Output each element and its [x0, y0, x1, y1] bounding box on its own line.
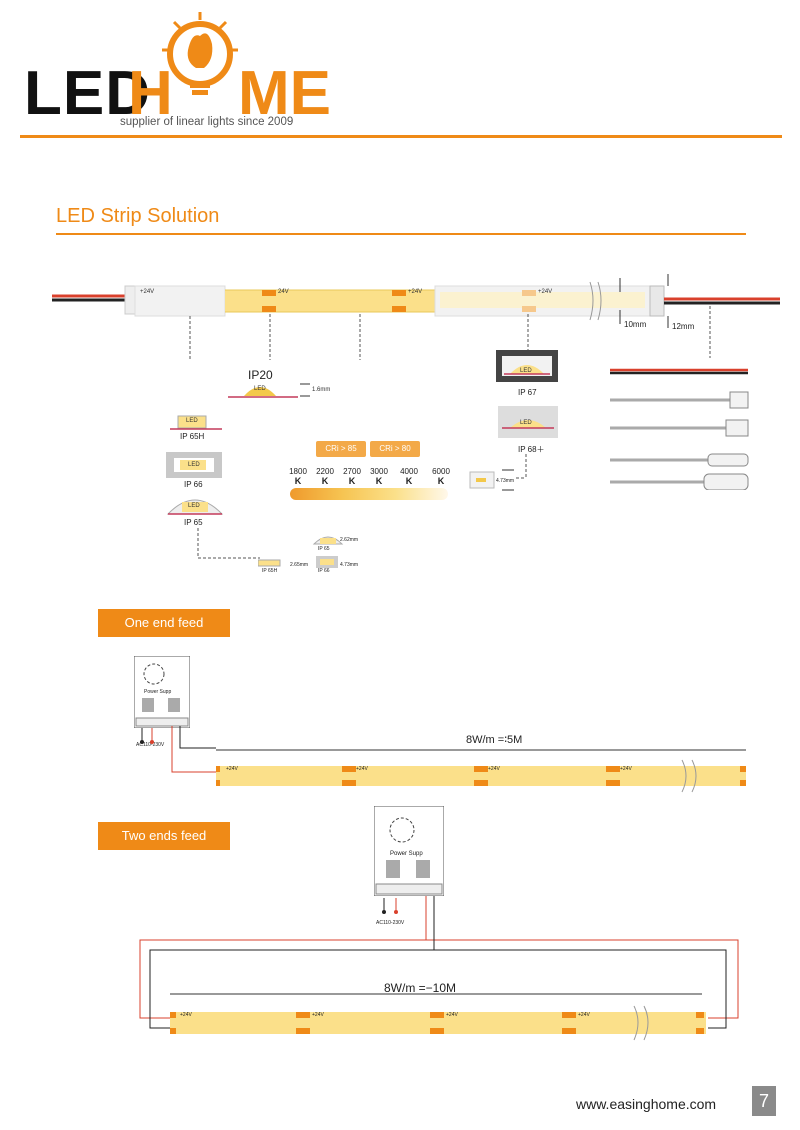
ip68-dimension: 4.73mm: [496, 478, 515, 484]
cct-unit-3: K: [348, 476, 356, 486]
two-ends-voltage-4: +24V: [578, 1012, 590, 1018]
section-divider: [56, 233, 746, 235]
two-ends-voltage-1: +24V: [180, 1012, 192, 1018]
cct-unit-1: K: [294, 476, 302, 486]
footer-url[interactable]: www.easinghome.com: [576, 1096, 717, 1112]
strip-overview-diagram: [52, 274, 780, 360]
strip-voltage-label-3: +24V: [408, 289, 423, 295]
ip67-label: IP 67: [518, 388, 537, 397]
small-ip65-dim: 2.62mm: [340, 537, 359, 543]
two-ends-power-supply: [374, 806, 444, 896]
dimension-10mm: 10mm: [624, 320, 647, 329]
one-end-strip: [140, 726, 746, 793]
ip67-led-text: LED: [520, 368, 532, 374]
one-end-feed-title: One end feed: [98, 609, 230, 637]
two-ends-length-label: 8W/m =−10M: [384, 981, 457, 995]
one-end-voltage-3: +24V: [488, 766, 500, 772]
cct-4000: 4000: [400, 467, 418, 476]
ip20-led-text: LED: [254, 386, 266, 392]
two-ends-voltage-2: +24V: [312, 1012, 324, 1018]
logo-me-text: ME: [238, 59, 331, 128]
section-title: LED Strip Solution: [56, 205, 220, 227]
cct-2200: 2200: [316, 467, 334, 476]
small-ip66-dim: 4.73mm: [340, 562, 359, 568]
ip65h-label: IP 65H: [180, 432, 205, 441]
one-end-ac-label: AC110-230V: [136, 742, 165, 748]
ip20-label: IP20: [248, 368, 273, 382]
ip66-led-text: LED: [188, 462, 200, 468]
ip65-label: IP 65: [184, 518, 203, 527]
strip-voltage-label-1: +24V: [140, 289, 155, 295]
ip20-dimension: 1.6mm: [312, 387, 331, 393]
cri85-badge: CRi > 85: [316, 441, 366, 457]
small-profiles-diagram: [258, 536, 344, 568]
strip-voltage-label-2: 24V: [278, 289, 289, 295]
cct-2700: 2700: [343, 467, 361, 476]
cct-unit-4: K: [375, 476, 383, 486]
dimension-12mm: 12mm: [672, 322, 695, 331]
ip20-profile: [228, 383, 310, 398]
cct-6000: 6000: [432, 467, 450, 476]
small-ip65h-label: IP 65H: [262, 568, 278, 574]
cct-unit-6: K: [437, 476, 445, 486]
cct-unit-5: K: [405, 476, 413, 486]
small-ip65h-dim: 2.65mm: [290, 562, 309, 568]
logo-tagline: supplier of linear lights since 2009: [120, 116, 294, 128]
one-end-voltage-2: +24V: [356, 766, 368, 772]
ip68-led-text: LED: [520, 420, 532, 426]
profile-connector: [197, 528, 260, 559]
logo-h-text: H: [128, 59, 173, 128]
one-end-length-label: 8W/m =∶5M: [466, 734, 523, 746]
two-ends-ac-label: AC110-230V: [376, 920, 405, 926]
one-end-power-supply: [134, 656, 190, 728]
cct-gradient-bar: [290, 488, 448, 500]
two-ends-feed-title: Two ends feed: [98, 822, 230, 850]
bulb-hand-icon: [162, 12, 238, 95]
ip68-profile: [498, 406, 558, 438]
ip68-label: IP 68＋: [518, 445, 545, 454]
ip66-label: IP 66: [184, 480, 203, 489]
ip66-profile: [166, 452, 222, 478]
strip-voltage-label-4: +24V: [538, 289, 553, 295]
ip67-profile: [496, 350, 558, 382]
cri80-badge: CRi > 80: [370, 441, 420, 457]
small-ip66-label: IP 66: [318, 568, 330, 574]
two-ends-strip: [139, 896, 739, 1041]
small-ip65-label: IP 65: [318, 546, 330, 552]
cct-1800: 1800: [289, 467, 307, 476]
ip68-section-detail: [469, 454, 527, 491]
ip65-profile: [166, 499, 224, 515]
logo-led-text: LED: [24, 59, 151, 128]
one-end-voltage-4: +24V: [620, 766, 632, 772]
cct-3000: 3000: [370, 467, 388, 476]
cct-unit-2: K: [321, 476, 329, 486]
one-end-power-label: Power Supp: [144, 689, 172, 695]
ip65h-led-text: LED: [186, 418, 198, 424]
ip65h-profile: [170, 415, 222, 430]
one-end-voltage-1: +24V: [226, 766, 238, 772]
ip65-led-text: LED: [188, 503, 200, 509]
header-divider: [20, 135, 782, 138]
two-ends-power-label: Power Supp: [390, 851, 423, 857]
page-number: 7: [752, 1086, 776, 1116]
connector-options: [610, 368, 749, 490]
two-ends-voltage-3: +24V: [446, 1012, 458, 1018]
